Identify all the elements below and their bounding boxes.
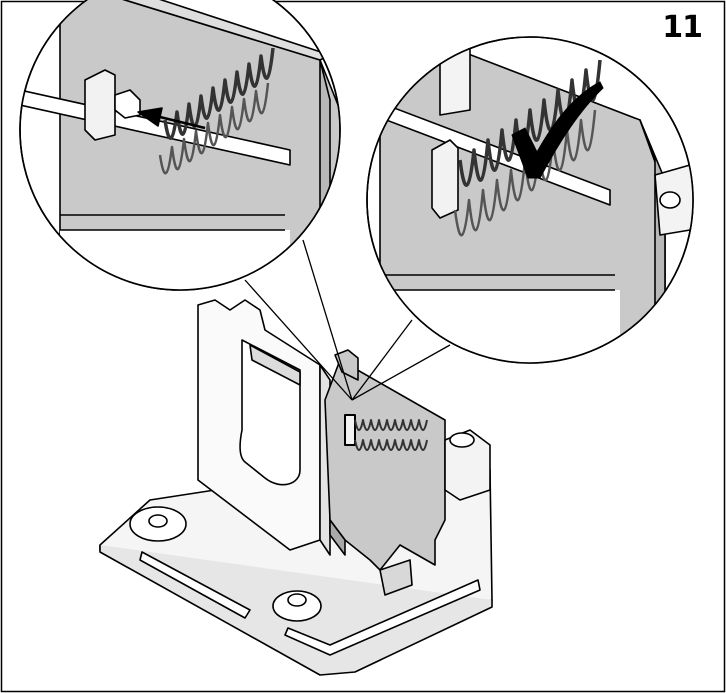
magnifier-right [366, 36, 694, 364]
insert-arrow-icon [137, 107, 206, 130]
spring-loose [158, 47, 275, 175]
mounting-boss-left [129, 506, 187, 542]
callout-lines [244, 239, 451, 401]
magnifier-left [19, 0, 341, 291]
mounting-boss-front [272, 590, 322, 622]
checkmark-icon [511, 81, 604, 179]
base-assembly [99, 299, 493, 676]
spring-installed [344, 414, 428, 451]
step-number: 11 [662, 10, 703, 45]
